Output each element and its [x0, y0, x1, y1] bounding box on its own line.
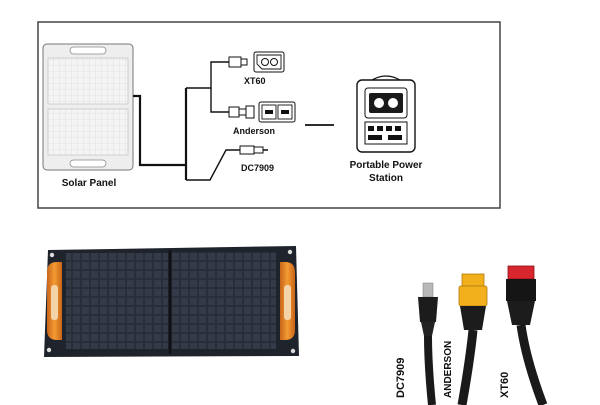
xt60-label: XT60 [244, 76, 266, 86]
xt60-cable-label: XT60 [499, 372, 511, 398]
connection-diagram: Solar Panel XT60 Anderson [37, 21, 501, 209]
branch-dc7909 [186, 149, 240, 181]
anderson-label: Anderson [233, 126, 275, 136]
panel-cable [133, 94, 186, 167]
xt60-cable [506, 265, 548, 405]
folding-solar-panel-photo [44, 246, 299, 357]
station-label-line2: Station [369, 173, 403, 184]
anderson-connector-icon [228, 101, 296, 123]
dc7909-cable [418, 282, 438, 405]
branch-xt60 [186, 61, 229, 89]
station-label-line1: Portable Power [350, 160, 423, 171]
solar-panel-label: Solar Panel [62, 178, 117, 189]
solar-panel-drawing [42, 43, 134, 171]
dc7909-cable-label: DC7909 [395, 358, 407, 398]
dc7909-label: DC7909 [241, 163, 274, 173]
power-station-icon [356, 75, 416, 153]
anderson-cable-label: ANDERSON [443, 341, 454, 398]
anderson-cable [457, 273, 488, 405]
branch-anderson [210, 88, 229, 113]
xt60-connector-icon [228, 51, 285, 73]
cables-photo: DC7909 ANDERSON XT60 [395, 265, 548, 405]
dc7909-plug-icon [239, 145, 268, 155]
